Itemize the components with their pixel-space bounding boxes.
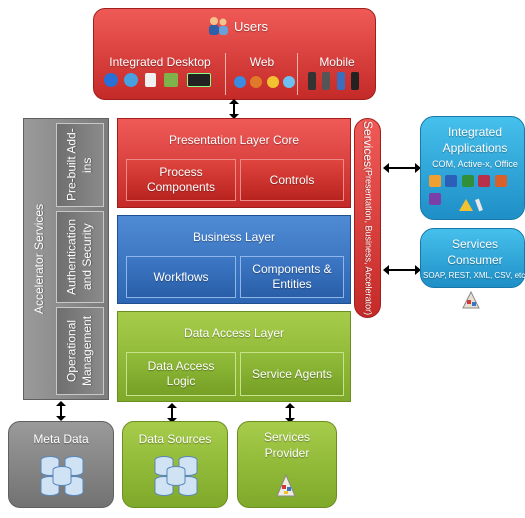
channel-integrated-desktop: Integrated Desktop <box>109 55 211 69</box>
services-consumer-title: Services Consumer <box>447 237 503 267</box>
windows-icon <box>104 73 118 87</box>
phone-icon <box>351 72 360 90</box>
business-layer-title: Business Layer <box>192 230 276 244</box>
data-access-layer: Data Access Layer Data Access Logic Serv… <box>117 311 351 402</box>
document-icon <box>144 73 156 87</box>
phone-icon <box>308 72 316 90</box>
services-bar-text: Services (Presentation, Business, Accele… <box>355 119 380 317</box>
accelerator-services-title: Accelerator Services <box>32 203 46 315</box>
process-components-box: Process Components <box>126 159 236 201</box>
users-presentation-arrow <box>229 99 239 119</box>
presentation-layer: Presentation Layer Core Process Componen… <box>117 118 351 208</box>
phone-icon <box>336 72 345 90</box>
onenote-icon <box>429 193 441 205</box>
services-consumer-subtitle: SOAP, REST, XML, CSV, etc <box>423 271 525 280</box>
access-icon <box>478 175 491 187</box>
services-integrated-arrow <box>383 163 421 173</box>
outlook-icon <box>429 175 441 187</box>
powerpoint-icon <box>494 175 507 187</box>
users-icon <box>209 17 228 35</box>
word-icon <box>445 175 458 187</box>
meta-data-title: Meta Data <box>33 432 89 446</box>
mobile-device-icons <box>308 72 368 92</box>
services-provider-box: Services Provider <box>237 421 337 508</box>
data-access-logic-box: Data Access Logic <box>126 352 236 396</box>
users-box: Users Integrated Desktop Web Mobile <box>93 8 376 100</box>
meta-data-box: Meta Data <box>8 421 114 508</box>
office-app-icons <box>429 174 523 205</box>
people-icon <box>164 73 179 87</box>
data-sources-title: Data Sources <box>138 432 212 446</box>
accelerator-operational-management: Operational Management <box>56 307 104 395</box>
presentation-layer-title: Presentation Layer Core <box>168 133 300 147</box>
controls-box: Controls <box>240 159 344 201</box>
database-icon <box>40 456 84 496</box>
globe-icon <box>124 73 139 87</box>
integrated-applications-box: Integrated Applications COM, Active-x, O… <box>420 116 525 220</box>
channel-divider <box>225 53 226 95</box>
services-bar-subtitle: (Presentation, Business, Accelerator) <box>363 166 374 316</box>
firefox-icon <box>250 76 263 88</box>
accelerator-authentication-security: Authentication and Security <box>56 211 104 303</box>
phone-icon <box>322 72 331 90</box>
data-sources-box: Data Sources <box>122 421 228 508</box>
web-browser-icons <box>234 75 296 91</box>
tools-icon <box>459 198 483 212</box>
provider-arrow <box>285 403 295 423</box>
business-layer: Business Layer Workflows Components & En… <box>117 215 351 304</box>
safari-icon <box>283 76 296 88</box>
consumer-component-icon <box>462 290 480 309</box>
accelerator-prebuilt-addins: Pre-built Add-ins <box>56 123 104 207</box>
components-entities-box: Components & Entities <box>240 256 344 298</box>
datasources-arrow <box>167 403 177 423</box>
channel-mobile: Mobile <box>319 55 355 69</box>
data-access-layer-title: Data Access Layer <box>183 326 285 340</box>
desktop-apps-icons <box>104 73 222 91</box>
metadata-arrow <box>56 401 66 421</box>
channel-divider <box>297 53 298 95</box>
users-title: Users <box>234 19 268 34</box>
workflows-box: Workflows <box>126 256 236 298</box>
services-consumer-box: Services Consumer SOAP, REST, XML, CSV, … <box>420 228 525 288</box>
service-agents-box: Service Agents <box>240 352 344 396</box>
services-bar-title: Services <box>361 120 376 167</box>
integrated-applications-subtitle: COM, Active-x, Office <box>432 159 518 169</box>
monitor-icon <box>186 73 211 87</box>
integrated-applications-title: Integrated Applications <box>442 125 508 155</box>
ie-icon <box>234 76 246 88</box>
excel-icon <box>461 175 474 187</box>
provider-component-icon <box>276 473 296 497</box>
chrome-icon <box>266 76 279 88</box>
services-provider-title: Services Provider <box>263 430 310 460</box>
services-bar: Services (Presentation, Business, Accele… <box>354 118 381 318</box>
channel-web: Web <box>249 55 275 69</box>
database-icon <box>154 456 198 496</box>
accelerator-services-panel: Accelerator Services Pre-built Add-ins A… <box>23 118 109 400</box>
services-consumer-arrow <box>383 265 421 275</box>
